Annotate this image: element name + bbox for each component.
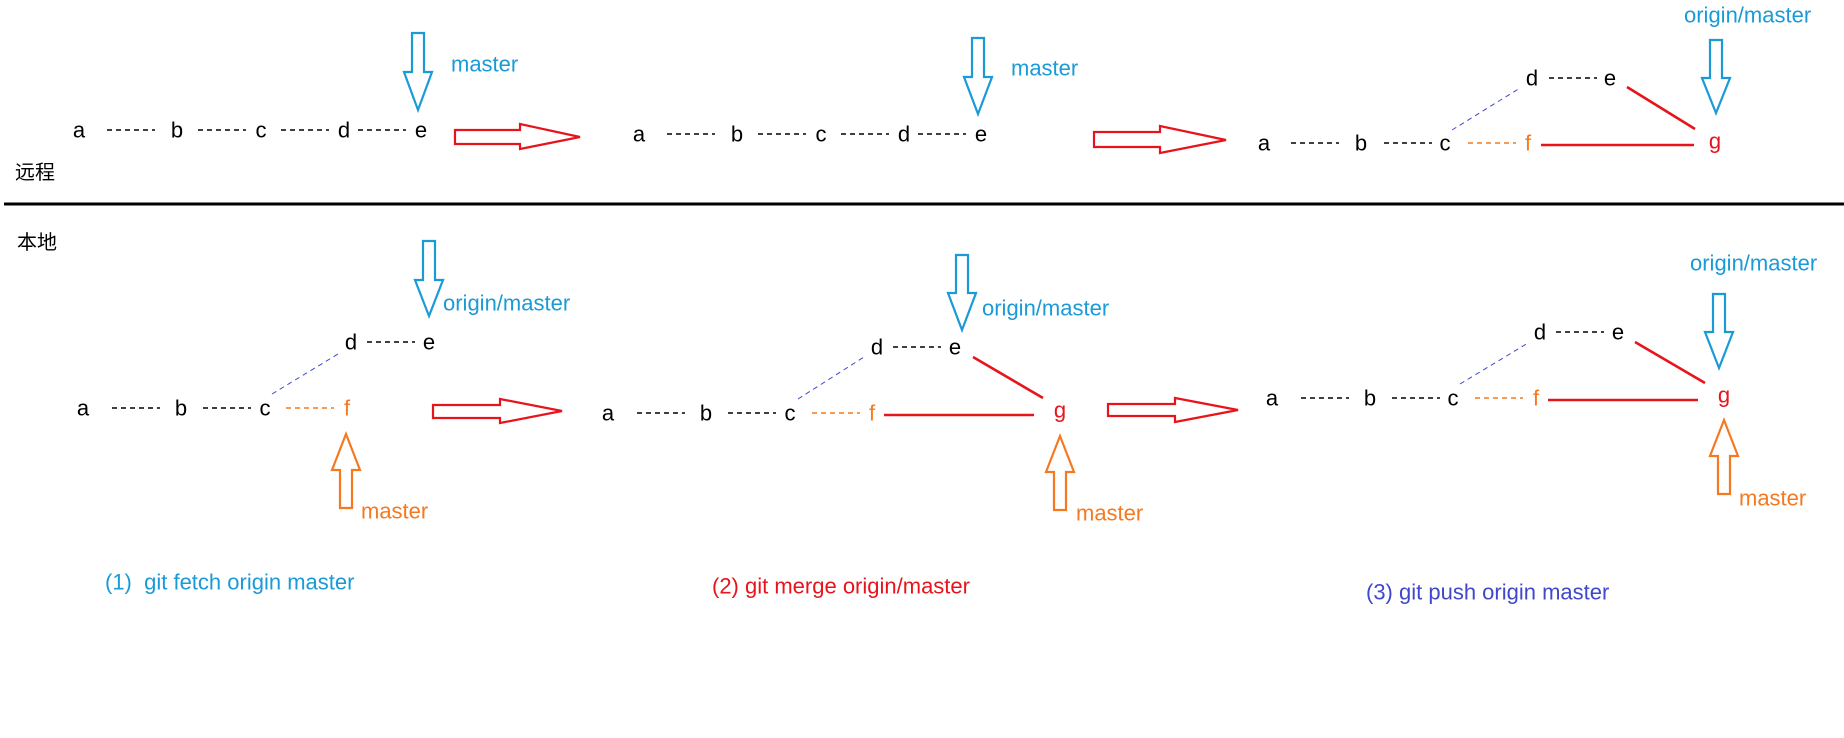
commit-f: f: [344, 396, 351, 421]
merge-link-e-g: [1626, 85, 1696, 131]
ref-label-master: master: [1011, 56, 1078, 81]
step-1-command-label: (1) git fetch origin master: [105, 570, 354, 595]
commit-c: c: [1448, 386, 1459, 411]
commit-b: b: [175, 396, 187, 421]
ref-label-origin-master: origin/master: [443, 291, 570, 316]
ref-label-master: master: [1739, 486, 1806, 511]
branch-link: [797, 356, 865, 400]
branch-link: [1459, 342, 1529, 385]
ref-label-origin-master: origin/master: [982, 296, 1109, 321]
commit-c: c: [260, 396, 271, 421]
commit-b: b: [731, 122, 743, 147]
commit-a: a: [602, 401, 615, 426]
ref-label-origin-master: origin/master: [1684, 3, 1811, 28]
commit-d: d: [1526, 66, 1538, 91]
commit-a: a: [73, 118, 86, 143]
local-state-1-links: [112, 341, 415, 409]
commit-g: g: [1054, 398, 1066, 423]
down-arrow-icon: [1703, 292, 1735, 372]
commit-f: f: [1525, 131, 1532, 156]
ref-label-master: master: [451, 52, 518, 77]
step-2-command-label: (2) git merge origin/master: [712, 574, 970, 599]
remote-state-2: a b c d e master: [633, 36, 1078, 147]
local-state-1: a b c d e f origin/master master: [77, 239, 570, 524]
up-arrow-icon: [330, 430, 362, 510]
commit-c: c: [785, 401, 796, 426]
local-state-3-links: [1301, 331, 1604, 399]
commit-e: e: [949, 335, 961, 360]
remote-state-1: a b c d e master: [73, 31, 518, 143]
down-arrow-icon: [413, 239, 445, 320]
commit-f: f: [869, 401, 876, 426]
branch-link: [1451, 87, 1521, 131]
down-arrow-icon: [1700, 38, 1732, 116]
commit-g: g: [1718, 383, 1730, 408]
up-arrow-icon: [1044, 432, 1076, 512]
branch-link: [271, 353, 339, 395]
ref-label-origin-master: origin/master: [1690, 251, 1817, 276]
right-arrow-icon: [1092, 124, 1227, 155]
commit-c: c: [816, 122, 827, 147]
commit-g: g: [1709, 129, 1721, 154]
commit-a: a: [1258, 131, 1271, 156]
remote-area-label: 远程: [15, 161, 55, 184]
commit-b: b: [171, 118, 183, 143]
merge-link-e-g: [1634, 340, 1706, 385]
local-state-2-links: [637, 346, 941, 414]
commit-d: d: [1534, 320, 1546, 345]
commit-f: f: [1533, 386, 1540, 411]
right-arrow-icon: [453, 122, 581, 151]
commit-a: a: [77, 396, 90, 421]
step-3-command-label: (3) git push origin master: [1366, 580, 1609, 605]
commit-d: d: [338, 118, 350, 143]
local-state-2: a b c d e f g origin/master master: [602, 253, 1143, 526]
ref-label-master: master: [1076, 501, 1143, 526]
commit-e: e: [1604, 66, 1616, 91]
down-arrow-icon: [946, 253, 978, 334]
commit-e: e: [1612, 320, 1624, 345]
down-arrow-icon: [402, 31, 434, 114]
commit-d: d: [871, 335, 883, 360]
commit-a: a: [1266, 386, 1279, 411]
commit-c: c: [1440, 131, 1451, 156]
commit-e: e: [423, 330, 435, 355]
commit-e: e: [975, 122, 987, 147]
ref-label-master: master: [361, 499, 428, 524]
commit-d: d: [898, 122, 910, 147]
up-arrow-icon: [1708, 416, 1740, 496]
merge-link-e-g: [972, 355, 1044, 400]
commit-b: b: [1364, 386, 1376, 411]
remote-state-3: a b c d e f g origin/master: [1258, 3, 1811, 156]
remote-state-3-links: [1291, 77, 1597, 144]
commit-a: a: [633, 122, 646, 147]
down-arrow-icon: [962, 36, 994, 118]
commit-d: d: [345, 330, 357, 355]
local-area-label: 本地: [17, 231, 57, 254]
commit-e: e: [415, 118, 427, 143]
right-arrow-icon: [431, 397, 563, 425]
local-state-3: a b c d e f g origin/master master: [1266, 251, 1817, 511]
commit-c: c: [256, 118, 267, 143]
commit-b: b: [700, 401, 712, 426]
commit-b: b: [1355, 131, 1367, 156]
right-arrow-icon: [1106, 396, 1239, 424]
